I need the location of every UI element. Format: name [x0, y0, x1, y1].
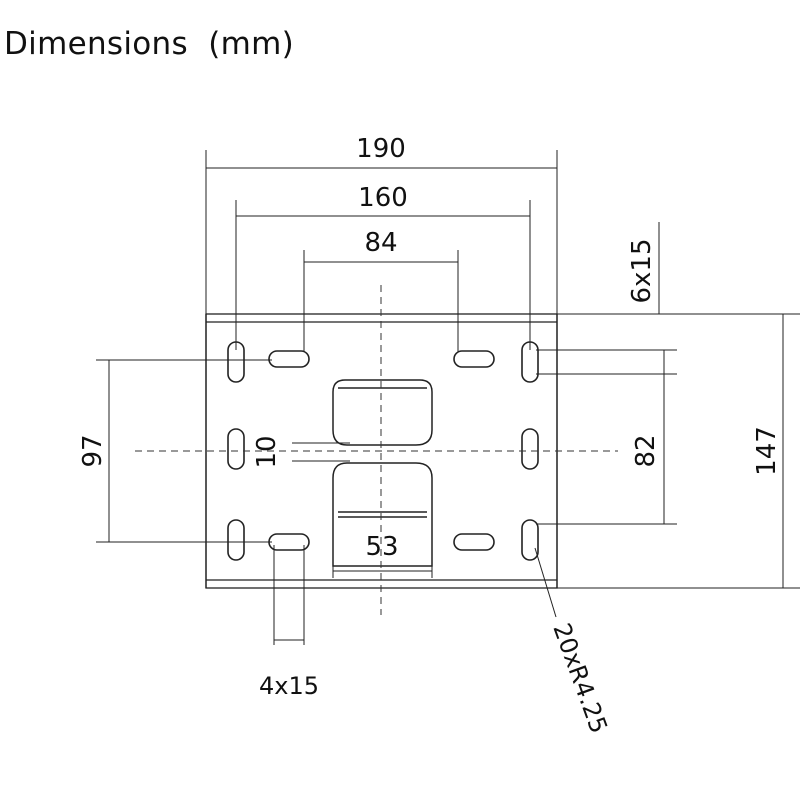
slot-horizontal	[268, 350, 310, 368]
dim-overall-height: 147	[752, 426, 782, 476]
dim-inner-slot-spacing: 84	[364, 228, 397, 258]
center-lines	[135, 285, 618, 615]
page-title: Dimensions (mm)	[4, 26, 295, 62]
slot-horizontal	[268, 533, 310, 551]
slot-vertical	[521, 428, 539, 470]
slot-horizontal	[453, 533, 495, 551]
dimension-lines	[96, 150, 800, 645]
dim-slot-vertical-size: 4x15	[259, 672, 319, 700]
lower-cutout	[332, 462, 433, 567]
dim-slot-horizontal-size: 6x15	[627, 238, 657, 303]
slot-horizontal	[453, 350, 495, 368]
dim-center-cutout-width: 53	[365, 532, 398, 562]
mounting-slots	[227, 341, 539, 561]
slot-vertical	[227, 428, 245, 470]
slot-vertical	[227, 519, 245, 561]
dim-horizontal-slot-pitch: 97	[78, 434, 108, 467]
upper-cutout	[332, 379, 433, 446]
dim-vertical-slot-pitch: 82	[631, 434, 661, 467]
dim-center-gap: 10	[252, 435, 282, 468]
dim-outer-slot-spacing: 160	[358, 183, 408, 213]
dim-overall-width: 190	[356, 134, 406, 164]
slot-vertical	[521, 519, 539, 561]
note-corner-radius: 20xR4.25	[547, 619, 613, 737]
